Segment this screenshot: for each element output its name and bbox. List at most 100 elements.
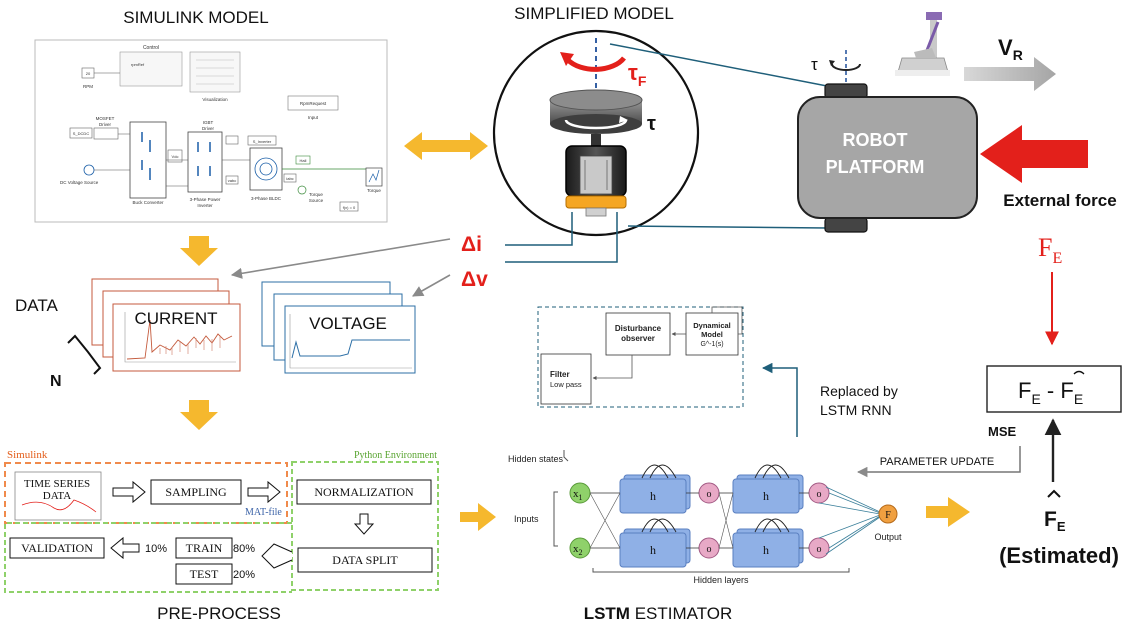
o-node-1: o — [707, 489, 712, 500]
sl-hall: Hall — [300, 158, 307, 163]
test-box — [175, 563, 233, 585]
replaced-label-1: Replaced by — [820, 383, 898, 399]
sl-mosfet-label: MOSFET — [96, 116, 115, 121]
arrow-to-sampling — [112, 480, 146, 504]
time-series-box — [14, 471, 102, 521]
delta-i-label: Δi — [461, 233, 482, 256]
double-arrow-simulink-simplified — [404, 132, 488, 160]
tau-f-label: τF — [628, 60, 647, 89]
disturbance-label-2: observer — [621, 334, 655, 343]
sl-dc-voltage-source: DC Voltage Source — [60, 180, 99, 185]
sl-rpm-value: 20 — [86, 71, 91, 76]
external-force-label: External force — [1003, 191, 1116, 210]
friction-torque-arrow — [566, 56, 626, 72]
external-force-arrow — [980, 125, 1088, 183]
x2-label: x2 — [573, 543, 583, 557]
dynamical-label-1: Dynamical — [693, 321, 731, 330]
filter-label: Filter — [550, 370, 570, 379]
robot-platform-line1: ROBOT — [843, 130, 908, 150]
train-label: TRAIN — [186, 541, 223, 555]
hidden-states-label: Hidden states — [508, 454, 564, 464]
parameter-update-arrow — [856, 446, 1021, 478]
observer-block — [537, 306, 744, 408]
o-node-3: o — [707, 544, 712, 555]
sl-torque-source-2: Source — [309, 198, 324, 203]
arrow-simulink-to-data — [180, 236, 218, 266]
h-cell-2: h — [763, 489, 769, 503]
voltage-label: VOLTAGE — [309, 314, 387, 333]
replaced-label-2: LSTM RNN — [820, 402, 892, 418]
python-environment-box — [4, 461, 439, 593]
delta-i-line — [505, 212, 573, 246]
vr-arrow — [964, 57, 1056, 91]
sl-iabc: iabc — [286, 176, 293, 181]
simulink-env-label: Simulink — [7, 449, 48, 461]
pct-20: 20% — [233, 569, 255, 581]
o-node-2: o — [817, 489, 822, 500]
output-label: Output — [874, 532, 902, 542]
sl-s-inverter: S_Inverter — [253, 139, 272, 144]
time-series-label-2: DATA — [43, 490, 72, 502]
robot-top-wheel — [824, 83, 868, 99]
validation-box — [9, 537, 105, 559]
mse-formula: FE - FE — [1018, 378, 1083, 407]
mse-formula-box — [986, 365, 1122, 413]
data-title: DATA — [15, 296, 58, 315]
arrow-delta-i-to-current — [230, 238, 451, 279]
python-env-label: Python Environment — [354, 450, 437, 461]
validation-label: VALIDATION — [21, 541, 93, 555]
simulink-model-screenshot: Control rpmRef Visualization 20 RPM RpmR… — [34, 39, 388, 223]
sl-visualization-label: Visualization — [202, 97, 228, 102]
sl-vdc: Vdc — [172, 154, 179, 159]
disturbance-label-1: Disturbance — [615, 324, 662, 333]
sl-inverter-label-1: 3-Phase Power — [190, 197, 221, 202]
simplified-motor-circle: τF τ — [492, 29, 700, 237]
normalization-label: NORMALIZATION — [314, 485, 414, 499]
n-label: N — [50, 373, 62, 390]
pct-80: 80% — [233, 543, 255, 555]
estimated-label: (Estimated) — [999, 543, 1119, 568]
hat-symbol — [1073, 370, 1085, 375]
pct-10: 10% — [145, 543, 167, 555]
parameter-update-label: PARAMETER UPDATE — [880, 456, 995, 468]
dynamical-label-2: Model — [701, 330, 723, 339]
zoom-line-bottom — [627, 225, 828, 229]
estimated-fe: FE — [1044, 508, 1066, 534]
sampling-label: SAMPLING — [165, 485, 227, 499]
pre-process-title: PRE-PROCESS — [157, 604, 281, 623]
sl-s-dcdc: S_DCDC — [73, 131, 90, 136]
tau-label: τ — [647, 113, 656, 135]
arrow-to-normalization — [247, 480, 281, 504]
fe-label: FE — [1038, 233, 1062, 267]
low-pass-label: Low pass — [550, 380, 582, 389]
f-node: F — [885, 510, 891, 521]
robot-bottom-wheel — [824, 217, 868, 233]
sl-igbt-driver-label: Driver — [202, 126, 215, 131]
mat-file-label: MAT-file — [245, 507, 282, 518]
hidden-layers-label: Hidden layers — [693, 575, 749, 585]
data-split-box — [297, 547, 433, 573]
sl-control-label: Control — [143, 45, 159, 51]
test-label: TEST — [190, 567, 219, 581]
normalization-box — [296, 479, 432, 505]
dynamical-label-3: G^-1(s) — [700, 341, 723, 348]
h-cell-4: h — [763, 543, 769, 557]
arrow-to-validation — [110, 536, 140, 560]
sl-vabc: vabc — [228, 178, 236, 183]
sl-rpmref: rpmRef — [131, 62, 145, 67]
sl-input-label: Input — [308, 115, 319, 120]
sl-torque-scope: Torque — [367, 188, 381, 193]
delta-v-label: Δv — [461, 268, 488, 291]
robot-tau-label: τ — [811, 55, 818, 74]
train-box — [175, 537, 233, 559]
sl-fu: f(x) = 0 — [343, 205, 356, 210]
arrow-to-data-split — [353, 513, 375, 535]
simplified-model-title: SIMPLIFIED MODEL — [514, 4, 674, 23]
sl-torque-source-1: Torque — [309, 192, 323, 197]
robot-platform-body — [797, 96, 978, 219]
robot-tau-arrow — [831, 63, 861, 71]
robot-illustration — [895, 12, 950, 76]
sampling-box — [150, 479, 242, 505]
sl-rpm-label: RPM — [83, 84, 93, 89]
